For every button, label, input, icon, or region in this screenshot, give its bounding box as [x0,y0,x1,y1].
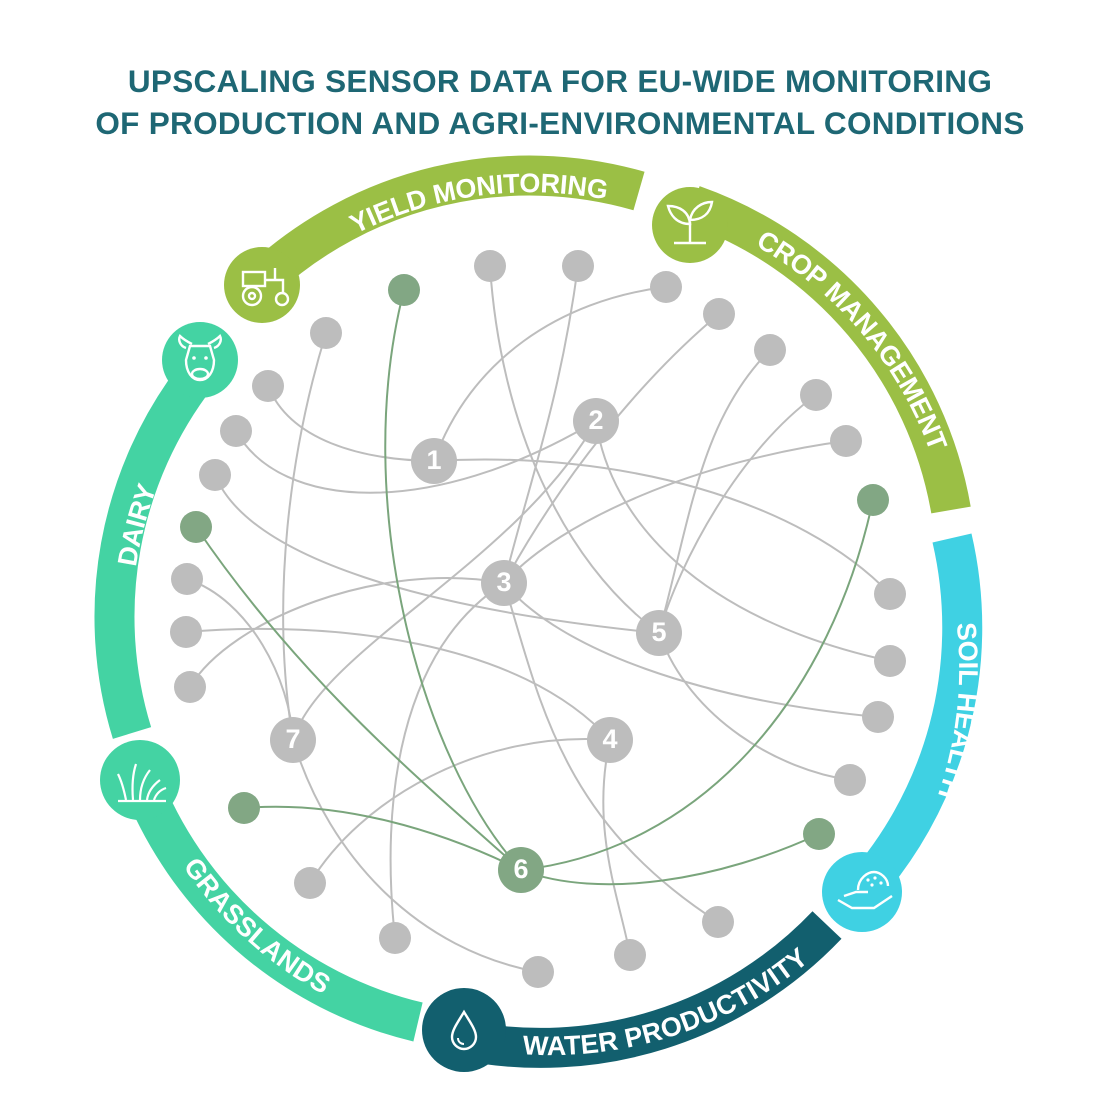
endpoint-node-green [857,484,889,516]
connection-line [520,499,874,871]
endpoint-node [703,298,735,330]
connection-line [267,385,435,462]
hand-soil-icon [822,852,902,932]
dairy-arc [94,362,213,739]
hub-node-4: 4 [587,717,633,763]
connection-line [520,833,820,886]
yield-monitoring-label: YIELD MONITORING [345,168,610,239]
connection-line [658,349,771,634]
hub-node-2: 2 [573,398,619,444]
endpoint-node [754,334,786,366]
connection-line [503,313,720,584]
endpoint-node-green [803,818,835,850]
connection-line [433,458,891,595]
hub-node-3: 3 [481,560,527,606]
endpoint-node [252,370,284,402]
connection-line [595,420,891,662]
connection-line [389,582,505,939]
connection-line [189,576,505,688]
title-line-1: UPSCALING SENSOR DATA FOR EU-WIDE MONITO… [127,63,993,99]
svg-text:1: 1 [426,445,441,475]
yield-monitoring-arc [248,155,645,295]
connection-line [503,440,847,584]
crop-management-arc [686,186,971,514]
connection-line [214,474,660,634]
connection-line [235,420,597,494]
connection-line [602,739,631,956]
connection-line [195,526,522,871]
water-drop-icon [422,988,506,1072]
connection-line [292,420,597,741]
hub-node-5: 5 [636,610,682,656]
endpoint-node [310,317,342,349]
connection-line [503,582,879,718]
connection-line [489,265,660,634]
endpoint-node [170,616,202,648]
connection-line [658,632,851,781]
endpoint-node [379,922,411,954]
svg-text:7: 7 [285,724,300,754]
endpoint-node [171,563,203,595]
sprout-icon [652,187,728,263]
gray-endpoints [170,250,906,988]
endpoint-node [834,764,866,796]
endpoint-node [199,459,231,491]
endpoint-node [874,578,906,610]
soil-health-arc [840,533,983,912]
endpoint-node [702,906,734,938]
hub-node-1: 1 [411,438,457,484]
svg-text:5: 5 [651,617,666,647]
endpoint-node-green [180,511,212,543]
connection-line [503,265,579,584]
endpoint-node [862,701,894,733]
endpoint-node [294,867,326,899]
water-productivity-arc [458,911,842,1068]
svg-text:2: 2 [588,405,603,435]
outer-ring [94,155,983,1068]
endpoint-node [650,271,682,303]
connections-green [195,289,874,886]
svg-text:6: 6 [513,854,528,884]
endpoint-node-green [388,274,420,306]
endpoint-node [474,250,506,282]
endpoint-node [220,415,252,447]
diagram-title: UPSCALING SENSOR DATA FOR EU-WIDE MONITO… [0,60,1120,144]
connection-line [186,578,294,741]
tractor-icon [224,247,300,323]
connection-line [243,805,522,871]
endpoint-node-green [228,792,260,824]
endpoint-node [522,956,554,988]
connection-line [309,738,611,884]
connection-line [384,289,522,871]
endpoint-node [874,645,906,677]
grasslands-arc [121,770,423,1042]
title-line-2: OF PRODUCTION AND AGRI-ENVIRONMENTAL CON… [95,105,1025,141]
hub-node-7: 7 [270,717,316,763]
cow-icon [162,322,238,398]
endpoint-node [614,939,646,971]
green-endpoints [180,274,889,850]
hub-node-6: 6 [498,847,544,893]
endpoint-node [174,671,206,703]
connection-line [282,332,327,741]
connection-line [185,627,611,741]
endpoint-node [830,425,862,457]
connection-line [433,286,667,462]
svg-text:3: 3 [496,567,511,597]
svg-text:4: 4 [602,724,617,754]
grass-icon [100,740,180,820]
connection-line [292,739,539,973]
endpoint-node [800,379,832,411]
endpoint-node [562,250,594,282]
connection-line [658,394,817,634]
